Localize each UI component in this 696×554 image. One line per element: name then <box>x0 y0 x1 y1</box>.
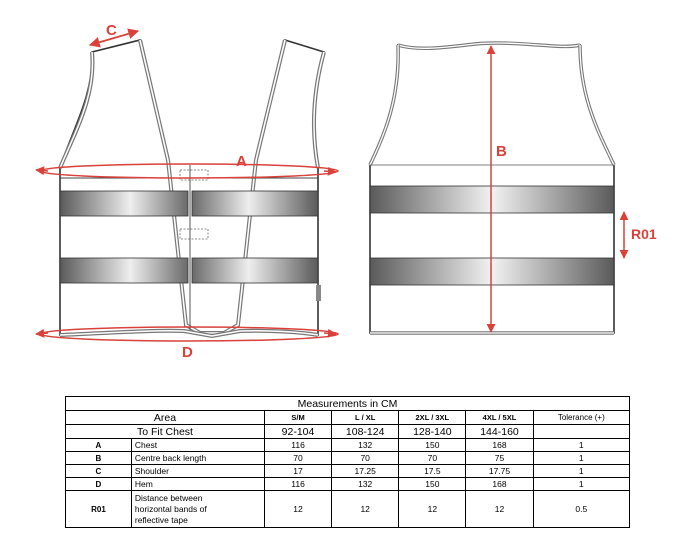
row-tolerance: 1 <box>532 438 631 452</box>
table-row: B Centre back length 70 70 70 75 1 <box>65 451 631 465</box>
back-upper-band <box>369 185 615 214</box>
row-tolerance: 1 <box>532 451 631 465</box>
table-header-row: Area S/M L / XL 2XL / 3XL 4XL / 5XL Tole… <box>65 410 631 425</box>
row-area: Chest <box>130 438 265 452</box>
label-c: C <box>106 22 117 39</box>
size-header: S/M <box>263 410 333 425</box>
fit-chest-tolerance <box>532 424 631 439</box>
row-area-line: reflective tape <box>134 514 188 525</box>
row-value: 70 <box>263 451 333 465</box>
size-header: 2XL / 3XL <box>398 410 467 425</box>
row-value: 132 <box>331 477 400 491</box>
row-area: Shoulder <box>130 464 265 478</box>
row-code: B <box>65 451 132 465</box>
row-value: 12 <box>465 490 534 528</box>
row-area: Hem <box>130 477 265 491</box>
table-title: Measurements in CM <box>65 396 630 411</box>
front-upper-band-right <box>191 190 319 217</box>
size-header: L / XL <box>331 410 400 425</box>
front-upper-band-left <box>59 190 189 217</box>
measurements-table: Measurements in CM Area S/M L / XL 2XL /… <box>65 396 631 528</box>
vest-diagram: C A D B R01 <box>35 22 657 361</box>
row-value: 12 <box>263 490 333 528</box>
closure-upper <box>179 169 209 181</box>
back-vest <box>368 41 616 335</box>
row-value: 17 <box>263 464 333 478</box>
closure-lower <box>179 228 209 240</box>
row-code: A <box>65 438 132 452</box>
fit-chest-value: 128-140 <box>398 424 467 439</box>
row-value: 12 <box>331 490 400 528</box>
row-value: 17.5 <box>398 464 467 478</box>
tolerance-header: Tolerance (+) <box>532 410 631 425</box>
front-vest <box>58 38 326 339</box>
row-value: 168 <box>465 477 534 491</box>
row-value: 70 <box>398 451 467 465</box>
row-code: D <box>65 477 132 491</box>
side-label-tag <box>316 285 321 301</box>
fit-chest-value: 108-124 <box>331 424 400 439</box>
area-header: Area <box>65 410 265 425</box>
row-value: 116 <box>263 438 333 452</box>
row-value: 17.25 <box>331 464 400 478</box>
table-row: R01 Distance between horizontal bands of… <box>65 490 631 528</box>
row-tolerance: 1 <box>532 477 631 491</box>
row-value: 150 <box>398 477 467 491</box>
row-area: Centre back length <box>130 451 265 465</box>
row-value: 75 <box>465 451 534 465</box>
table-title-row: Measurements in CM <box>65 396 630 411</box>
row-value: 132 <box>331 438 400 452</box>
row-tolerance: 1 <box>532 464 631 478</box>
fit-chest-label: To Fit Chest <box>65 424 265 439</box>
row-value: 150 <box>398 438 467 452</box>
label-b: B <box>496 143 507 160</box>
fit-chest-value: 144-160 <box>465 424 534 439</box>
shoulder-arrow <box>88 28 140 48</box>
row-value: 116 <box>263 477 333 491</box>
row-area-line: Distance between <box>134 492 203 503</box>
row-area-line: horizontal bands of <box>134 503 207 514</box>
row-code: C <box>65 464 132 478</box>
front-lower-band-left <box>59 257 189 284</box>
table-row: C Shoulder 17 17.25 17.5 17.75 1 <box>65 464 631 478</box>
back-lower-band <box>369 257 615 286</box>
row-value: 70 <box>331 451 400 465</box>
size-header: 4XL / 5XL <box>465 410 534 425</box>
label-d: D <box>182 344 193 361</box>
fit-chest-row: To Fit Chest 92-104 108-124 128-140 144-… <box>65 424 631 439</box>
row-value: 17.75 <box>465 464 534 478</box>
row-value: 12 <box>398 490 467 528</box>
row-value: 168 <box>465 438 534 452</box>
row-code: R01 <box>65 490 132 528</box>
label-a: A <box>236 153 247 170</box>
row-area: Distance between horizontal bands of ref… <box>130 490 265 528</box>
label-r01: R01 <box>631 226 657 242</box>
fit-chest-value: 92-104 <box>263 424 333 439</box>
annotations: C A D B R01 <box>35 22 657 361</box>
table-row: A Chest 116 132 150 168 1 <box>65 438 631 452</box>
row-tolerance: 0.5 <box>532 490 631 528</box>
front-lower-band-right <box>191 257 319 284</box>
front-vest-body <box>59 38 326 337</box>
table-row: D Hem 116 132 150 168 1 <box>65 477 631 491</box>
